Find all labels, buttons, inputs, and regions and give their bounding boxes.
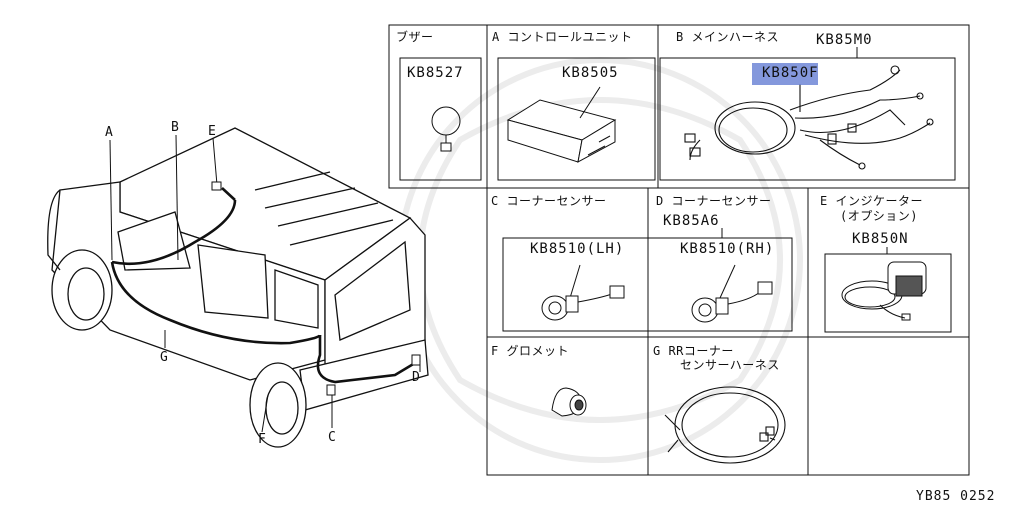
grommet-drawing bbox=[551, 387, 587, 417]
main-harness-title: B メインハーネス bbox=[676, 30, 779, 44]
corner-sensor-kit-code[interactable]: KB85A6 bbox=[663, 213, 720, 229]
corner-sensor-lh-code[interactable]: KB8510(LH) bbox=[530, 241, 625, 257]
callout-f: F bbox=[258, 432, 266, 447]
callout-d: D bbox=[412, 370, 420, 385]
corner-sensor-rh-drawing bbox=[691, 264, 773, 323]
corner-sensor-lh-drawing bbox=[541, 264, 625, 321]
grommet-title: F グロメット bbox=[491, 344, 569, 358]
corner-sensor-lh-title: C コーナーセンサー bbox=[491, 194, 607, 208]
indicator-title: E インジケーター bbox=[820, 194, 923, 208]
vehicle-drawing bbox=[47, 127, 429, 448]
callout-leaders bbox=[109, 134, 421, 433]
indicator-drawing bbox=[841, 261, 927, 321]
control-unit-title: A コントロールユニット bbox=[492, 30, 633, 44]
main-harness-code[interactable]: KB85M0 bbox=[816, 32, 873, 48]
main-harness-sub-code[interactable]: KB850F bbox=[762, 65, 819, 81]
corner-sensor-rh-title: D コーナーセンサー bbox=[656, 194, 772, 208]
indicator-mount bbox=[211, 181, 421, 396]
rr-harness-drawing bbox=[664, 386, 786, 464]
callout-g: G bbox=[160, 350, 168, 365]
buzzer-drawing bbox=[431, 106, 461, 152]
rr-harness-title-2: センサーハーネス bbox=[680, 358, 780, 372]
control-unit-code[interactable]: KB8505 bbox=[562, 65, 619, 81]
indicator-title-option: (オプション) bbox=[840, 209, 918, 223]
control-unit-drawing bbox=[506, 86, 617, 163]
buzzer-code[interactable]: KB8527 bbox=[407, 65, 464, 81]
main-harness-drawing bbox=[684, 65, 934, 170]
parts-table-frame bbox=[388, 24, 970, 476]
corner-sensor-rh-code[interactable]: KB8510(RH) bbox=[680, 241, 775, 257]
rr-harness-title: G RRコーナー bbox=[653, 344, 734, 358]
part-highlight bbox=[752, 63, 818, 85]
callout-b: B bbox=[171, 120, 179, 135]
diagram-id: YB85 0252 bbox=[916, 489, 996, 504]
callout-e: E bbox=[208, 124, 216, 139]
callout-c: C bbox=[328, 430, 336, 445]
indicator-code[interactable]: KB850N bbox=[852, 231, 909, 247]
buzzer-title: ブザー bbox=[396, 30, 434, 44]
callout-a: A bbox=[105, 125, 113, 140]
vehicle-harness-route bbox=[110, 187, 421, 384]
